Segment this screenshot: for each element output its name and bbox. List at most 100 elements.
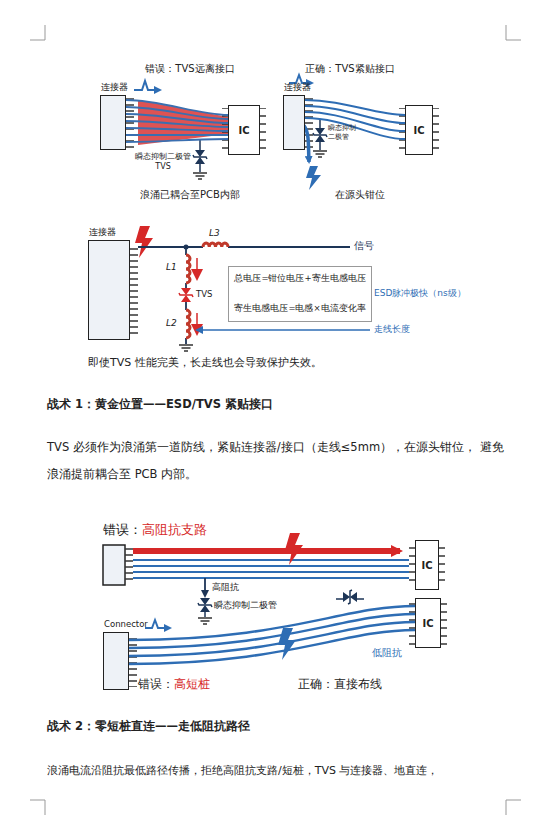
inductor-l3 [203,243,228,247]
tvs-symbol [313,128,327,142]
tvs-label: 瞬态抑制 二极管 [328,124,364,142]
inductor-label: L2 [166,318,177,329]
impedance-label: 高阻抗 [212,582,239,593]
branch [204,612,206,617]
connector: 连接器 [88,240,130,340]
connector-pins [126,98,134,148]
surge-path [133,551,400,552]
branch [198,598,212,612]
verdict-label: 错误： [138,677,174,692]
connector-pins [126,98,134,148]
length-arrow [197,330,370,331]
connector-body [103,545,133,585]
panel-caption: 在源头钳位 [310,189,410,202]
section-heading: 战术 2：零短桩直连——走低阻抗路径 [47,719,250,733]
tvs-label: 瞬态抑制二极管 [214,600,277,611]
tvs-symbol [179,288,193,302]
panel-title: 正确：TVS紧贴接口 [280,63,420,76]
connector: 连接器 [100,95,126,150]
lightning [306,166,321,190]
formula-box: 总电压=钳位电压+寄生电感电压寄生电感电压=电感×电流变化率 [228,266,372,322]
lightning [135,226,153,258]
formula-text: 寄生电感电压=电感×电流变化率 [234,303,365,315]
tvs-symbol [336,590,364,604]
lightning [285,533,303,565]
inductor-label: L1 [166,262,177,273]
section-heading: 战术 1：黄金位置——ESD/TVS 紧贴接口 [47,397,273,411]
ic-pins [441,601,447,645]
figure-caption: 即使TVS 性能完美，长走线也会导致保护失效。 [88,356,322,370]
surge-pulse [145,620,170,628]
impedance-label: 低阻抗 [372,647,402,660]
signal-trace [138,246,350,248]
ic-label: IC [422,618,433,629]
signal-traces [133,560,409,578]
ic-pins [439,543,445,587]
tvs-symbol [193,150,207,164]
lightning [306,166,321,190]
verdict-label: 正确：直接布线 [298,677,382,692]
tvs-symbol [336,598,364,600]
verdict-label: 高短桩 [174,677,210,692]
connector-pins [129,635,137,687]
ic-pins [260,108,266,152]
ic-chip: IC [415,598,441,648]
corner-marks [506,25,521,40]
verdict-label: 高阻抗支路 [142,522,207,538]
body-paragraph: TVS 必须作为浪涌第一道防线，紧贴连接器/接口（走线≤5mm），在源头钳位， … [47,434,509,488]
ground-symbol [179,345,193,351]
panel-title: 错误：TVS远离接口 [120,63,260,76]
tvs-symbol [313,120,327,157]
branch [204,578,206,596]
connector: Connector [103,632,129,690]
tvs-label: 瞬态抑制二极管 TVS [134,152,192,172]
ground-symbol [179,345,193,351]
branch [198,618,212,624]
ic-chip: IC [405,105,433,155]
tvs-symbol [313,151,327,157]
trace-bundle [129,606,415,664]
note-label: 走线长度 [374,324,410,335]
ic-chip: IC [415,540,439,590]
connector-pins [129,635,137,687]
connector-pins [130,244,138,338]
connector-label: Connector [104,619,148,629]
surge-pulse [134,81,160,90]
connector-pins [130,244,138,338]
current-arrow [196,258,198,278]
inductor-l1 [186,255,190,283]
trace-bundle [126,100,228,142]
corner-marks [30,800,45,815]
corner-marks [506,800,521,815]
verdict-label: 错误： [103,522,142,538]
trace-bundle [305,100,405,139]
surge-pulse [134,81,160,90]
ic-chip: IC [228,105,260,155]
connector-body [103,545,125,585]
tvs-symbol [193,139,207,179]
ic-label: IC [421,560,432,571]
length-arrow [197,329,370,331]
surge-path [133,548,400,554]
connector-label: 连接器 [101,81,128,94]
connector-label: 连接器 [284,81,311,94]
connector-body [125,548,133,584]
note-label: ESD脉冲极快（ns级） [374,288,466,299]
surge-pulse [289,75,312,83]
corner-marks [30,25,521,815]
connector: 连接器 [283,95,305,150]
signal-label: 信号 [354,240,374,253]
ic-pins [433,108,439,152]
formula-text: 总电压=钳位电压+寄生电感电压 [234,273,365,285]
branch [198,578,212,624]
inductor-label: L3 [209,228,220,239]
body-paragraph: 浪涌电流沿阻抗最低路径传播，拒绝高阻抗支路/短桩，TVS 与连接器、地直连， [47,764,438,778]
inductor-l3 [203,243,228,247]
connector-label: 连接器 [89,226,116,239]
tvs-symbol [179,288,193,302]
signal-trace [138,246,350,248]
tvs-symbol [343,590,357,604]
tvs-symbol [343,590,357,604]
